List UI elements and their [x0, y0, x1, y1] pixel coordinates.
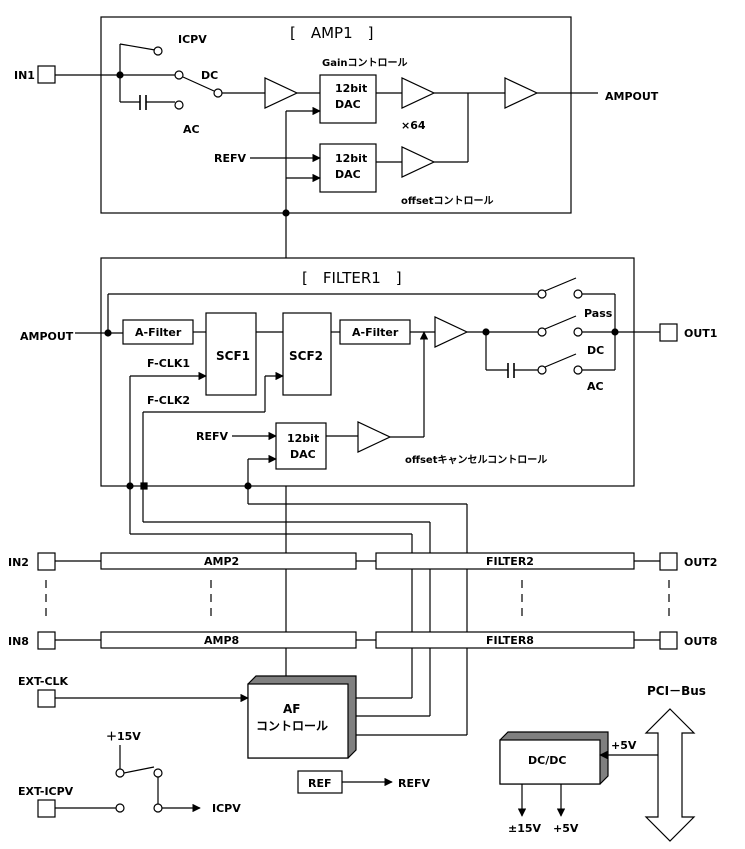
filter-buffer [434, 316, 469, 348]
ext-clk-label: EXT-CLK [18, 675, 69, 688]
amp1-title: [ AMP1 ] [290, 24, 374, 42]
af-control-block [247, 683, 349, 759]
offset-cancel-dac-line2: DAC [290, 448, 316, 461]
filter1-title: [ FILTER1 ] [302, 269, 402, 287]
filter2-label: FILTER2 [486, 555, 534, 568]
scf2-label: SCF2 [289, 349, 323, 363]
amp1-buffer [264, 77, 299, 109]
dc-switch [544, 315, 577, 330]
pci-bus-label: PCI－Bus [647, 684, 706, 698]
out2-label: OUT2 [684, 556, 717, 569]
offset-dac [319, 143, 377, 193]
amp1-block [100, 16, 572, 214]
pass-label: Pass [584, 307, 613, 320]
offset-cancel-label: offsetキャンセルコントロール [405, 454, 547, 466]
pci-bus-arrow [644, 708, 696, 842]
fclk2-label: F-CLK2 [147, 394, 190, 407]
output-buffer [504, 77, 539, 109]
filter1-ampout-label: AMPOUT [20, 330, 74, 343]
offset-cancel-amp [357, 421, 392, 453]
dc-contact [174, 70, 184, 80]
gain-control-label: Gainコントロール [322, 57, 408, 69]
filter1-block [100, 257, 635, 487]
scf1-block [205, 312, 257, 396]
ac-switch [544, 353, 577, 368]
afilter-2 [339, 319, 411, 345]
scf2-block [282, 312, 332, 396]
scf1-label: SCF1 [216, 349, 250, 363]
pm15v-label: ±15V [508, 822, 542, 835]
in2-port [37, 552, 56, 571]
amp1-ampout-label: AMPOUT [605, 90, 659, 103]
offset-control-label: offsetコントロール [401, 195, 494, 207]
plus15v-label: ＋15V [106, 730, 141, 743]
amp8-label: AMP8 [204, 634, 239, 647]
x64-label: ×64 [401, 119, 426, 132]
in1-label: IN1 [14, 69, 35, 82]
fclk1-label: F-CLK1 [147, 357, 190, 370]
amp1-icpv-label: ICPV [178, 33, 207, 46]
amp1-refv-label: REFV [214, 152, 246, 165]
amp1-ac-label: AC [183, 123, 200, 136]
gain-dac-line2: DAC [335, 98, 361, 111]
in1-port [37, 65, 56, 84]
ac-contact [174, 100, 184, 110]
amp1-dc-label: DC [201, 69, 218, 82]
out2-port [659, 552, 678, 571]
ref-label: REF [308, 777, 332, 790]
pass-switch [544, 277, 577, 292]
in8-label: IN8 [8, 635, 29, 648]
ref-refv-label: REFV [398, 777, 430, 790]
offset-dac-line1: 12bit [335, 152, 367, 165]
ext-icpv-port [37, 799, 56, 818]
filter8-label: FILTER8 [486, 634, 534, 647]
af-label-line2: コントロール [256, 719, 328, 733]
ext-clk-port [37, 689, 56, 708]
plus5v-out-label: +5V [553, 822, 579, 835]
offset-amp [401, 146, 436, 178]
afilter-1-label: A-Filter [135, 326, 182, 339]
dcdc-input-label: +5V [611, 739, 637, 752]
icpv-switch [119, 43, 156, 51]
out1-port [659, 323, 678, 342]
af-label-line1: AF [283, 702, 300, 716]
out8-port [659, 631, 678, 650]
in8-port [37, 631, 56, 650]
offset-dac-line2: DAC [335, 168, 361, 181]
dcdc-label: DC/DC [528, 754, 566, 767]
x64-amp [401, 77, 436, 109]
filter1-ac-label: AC [587, 380, 604, 393]
gain-dac [319, 74, 377, 124]
offset-cancel-dac [275, 422, 327, 470]
filter1-dc-label: DC [587, 344, 604, 357]
out1-label: OUT1 [684, 327, 717, 340]
filter1-refv-label: REFV [196, 430, 228, 443]
out8-label: OUT8 [684, 635, 717, 648]
offset-cancel-dac-line1: 12bit [287, 432, 319, 445]
amp2-label: AMP2 [204, 555, 239, 568]
icpv-source-switch [123, 766, 155, 774]
afilter-2-label: A-Filter [352, 326, 399, 339]
afilter-1 [122, 319, 194, 345]
switch-common [213, 88, 223, 98]
gain-dac-line1: 12bit [335, 82, 367, 95]
icpv-output-label: ICPV [212, 802, 241, 815]
ext-icpv-label: EXT-ICPV [18, 785, 74, 798]
dcdc-block [499, 739, 601, 785]
in2-label: IN2 [8, 556, 29, 569]
